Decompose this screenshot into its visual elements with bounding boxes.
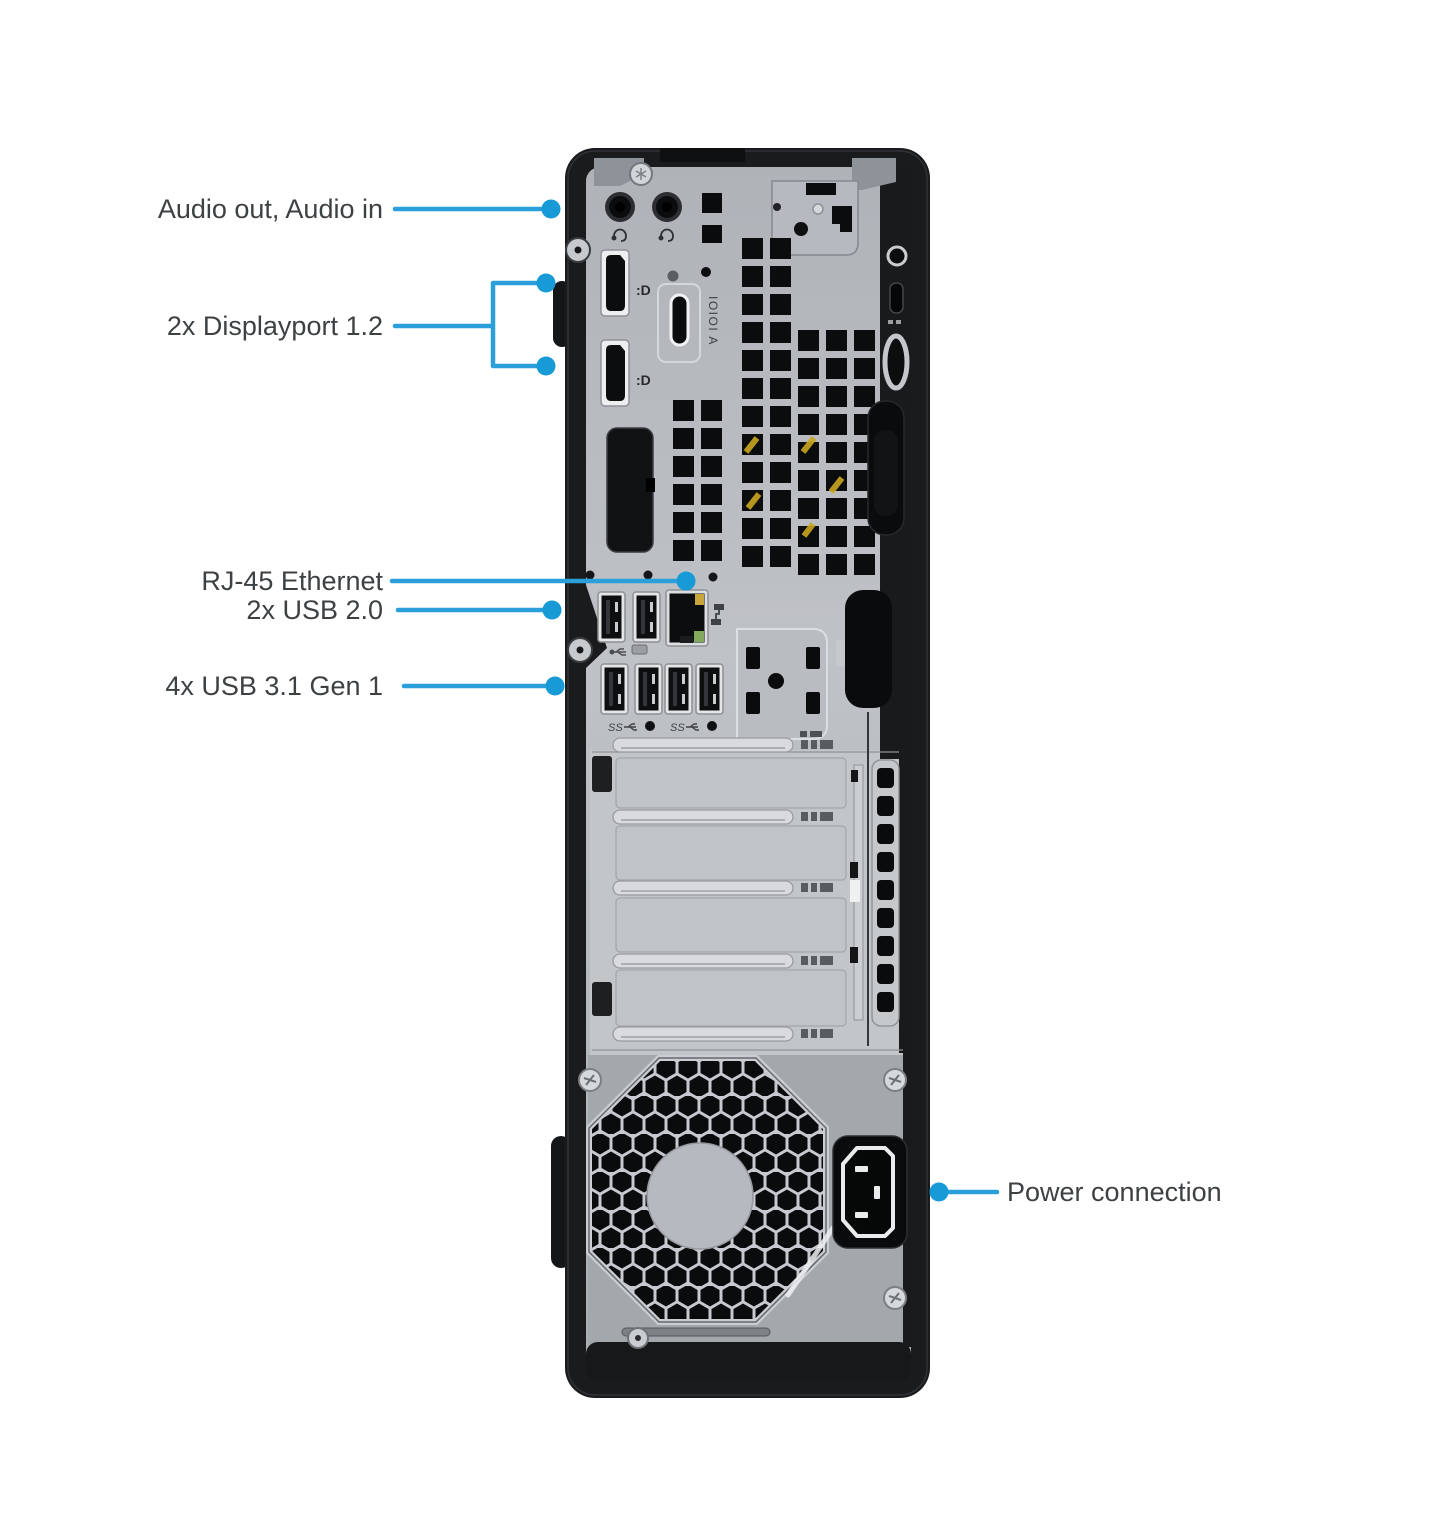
svg-text:SS: SS: [608, 722, 623, 734]
network-icon: [711, 604, 724, 625]
usb-icon: [609, 648, 626, 656]
callout-dot-displayport-1: [536, 273, 556, 293]
svg-text::D: :D: [636, 372, 651, 388]
expansion-slot-cover-1: [615, 757, 847, 809]
ethernet-port: [665, 589, 709, 647]
expansion-slot-cover-3: [615, 897, 847, 953]
usb2-port-1: [597, 591, 626, 643]
audio-out-jack: [605, 192, 635, 222]
bottom-area: [578, 1055, 908, 1349]
power-inlet: [832, 1135, 908, 1249]
usb2-port-2: [632, 591, 661, 643]
io-area-middle: SS SS: [585, 570, 892, 740]
usb3-port-4: [695, 663, 724, 715]
fan-hub: [646, 1142, 754, 1250]
displayport-1: [600, 249, 630, 317]
antenna-knockout-hole: [886, 245, 908, 267]
callout-dots: [536, 199, 949, 1202]
usb3-port-2: [634, 663, 663, 715]
punched-vent-strip: [871, 759, 900, 1027]
callout-dot-displayport-2: [536, 356, 556, 376]
vent-grid: [673, 238, 875, 575]
callout-dot-ethernet: [676, 571, 696, 591]
internal-cable-glimpse: [743, 436, 845, 538]
psu-mount-plate: [736, 628, 828, 740]
headset-icon: [611, 228, 627, 242]
kensington-lock-slot: [889, 282, 904, 314]
expansion-slot-cover-4: [615, 969, 847, 1027]
audio-in-jack: [652, 192, 682, 222]
usb-badge-icon: [631, 644, 648, 655]
callout-dot-power: [929, 1182, 949, 1202]
screw-icon: [565, 162, 653, 663]
callout-dot-usb2: [542, 600, 562, 620]
psu-release-latch: [845, 590, 892, 708]
usb3-port-3: [664, 663, 693, 715]
microphone-icon: [658, 228, 674, 242]
expansion-slot-cover-2: [615, 825, 847, 881]
top-bracket-plate: [771, 180, 859, 256]
callout-label-power: Power connection: [1007, 1177, 1222, 1207]
padlock-loop: [882, 333, 910, 391]
svg-text:SS: SS: [670, 722, 685, 734]
serial-port-marking: IOIOI A: [706, 296, 720, 346]
usb3-port-1: [600, 663, 629, 715]
callout-label-displayport: 2x Displayport 1.2: [166, 311, 383, 341]
serial-port-knockout: IOIOI A: [657, 283, 720, 363]
corner-brace-right: [852, 158, 896, 190]
lock-marking: [888, 320, 901, 324]
callout-label-audio: Audio out, Audio in: [157, 194, 383, 224]
callout-dot-audio: [541, 199, 561, 219]
blank-port-cover: [606, 427, 655, 553]
callout-lines: [389, 206, 1000, 1195]
displayport-logo-icon: :D :D: [636, 282, 651, 388]
displayport-2: [600, 339, 630, 407]
expansion-slot-area: [592, 712, 903, 1051]
io-area-top: :D :D IOIOI A: [565, 162, 910, 663]
callout-dot-usb31: [545, 676, 565, 696]
superspeed-usb-icon: SS SS: [608, 722, 699, 734]
callout-line-displayport: [392, 280, 541, 369]
callout-label-usb31: 4x USB 3.1 Gen 1: [165, 671, 383, 701]
callout-label-usb2: 2x USB 2.0: [246, 595, 383, 625]
callout-label-ethernet: RJ-45 Ethernet: [201, 566, 383, 596]
svg-text::D: :D: [636, 282, 651, 298]
fan-grille: [586, 1055, 836, 1325]
